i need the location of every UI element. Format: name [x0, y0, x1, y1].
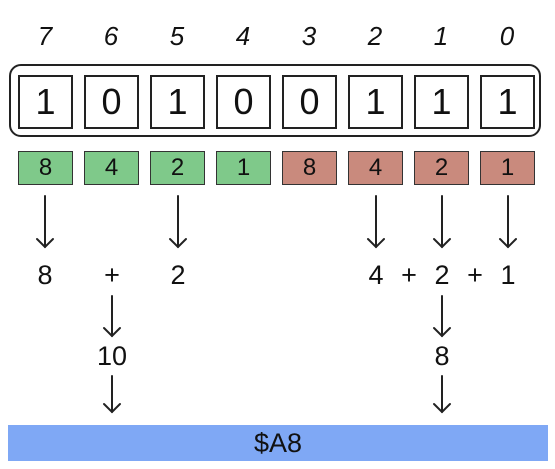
- bit-box-4: 0: [216, 75, 271, 129]
- low-term-1: 1: [500, 260, 516, 290]
- arrow-down-icon: [367, 195, 385, 249]
- high-total: 10: [96, 341, 128, 371]
- arrow-down-icon: [36, 195, 54, 249]
- bit-index-2: 2: [367, 21, 383, 51]
- bit-index-7: 7: [37, 21, 53, 51]
- arrow-down-icon: [169, 195, 187, 249]
- bit-box-3: 0: [282, 75, 337, 129]
- low-total: 8: [434, 341, 450, 371]
- bit-index-6: 6: [103, 21, 119, 51]
- arrow-down-icon: [103, 375, 121, 414]
- high-term-2: 2: [170, 260, 186, 290]
- high-term-8: 8: [37, 260, 53, 290]
- low-term-2: 2: [434, 260, 450, 290]
- weight-box-3: 8: [282, 151, 337, 185]
- bit-index-0: 0: [499, 21, 515, 51]
- arrow-down-icon: [499, 195, 517, 249]
- arrow-down-icon: [433, 195, 451, 249]
- bit-box-5: 1: [150, 75, 205, 129]
- weight-box-1: 2: [414, 151, 469, 185]
- bit-box-2: 1: [348, 75, 403, 129]
- bit-box-1: 1: [414, 75, 469, 129]
- weight-box-4: 1: [216, 151, 271, 185]
- byte-frame: [9, 64, 541, 137]
- arrow-down-icon: [103, 295, 121, 338]
- low-plus-2: +: [467, 260, 483, 290]
- result-bar: $A8: [8, 425, 548, 461]
- weight-box-5: 2: [150, 151, 205, 185]
- bit-index-1: 1: [433, 21, 449, 51]
- bit-index-4: 4: [235, 21, 251, 51]
- high-plus: +: [104, 260, 120, 290]
- bit-box-6: 0: [84, 75, 139, 129]
- arrow-down-icon: [433, 375, 451, 414]
- bit-index-3: 3: [301, 21, 317, 51]
- low-plus-1: +: [401, 260, 417, 290]
- bit-box-7: 1: [18, 75, 73, 129]
- bit-index-5: 5: [169, 21, 185, 51]
- weight-box-2: 4: [348, 151, 403, 185]
- weight-box-0: 1: [480, 151, 535, 185]
- bit-box-0: 1: [480, 75, 535, 129]
- weight-box-7: 8: [18, 151, 73, 185]
- weight-box-6: 4: [84, 151, 139, 185]
- low-term-4: 4: [368, 260, 384, 290]
- arrow-down-icon: [433, 295, 451, 338]
